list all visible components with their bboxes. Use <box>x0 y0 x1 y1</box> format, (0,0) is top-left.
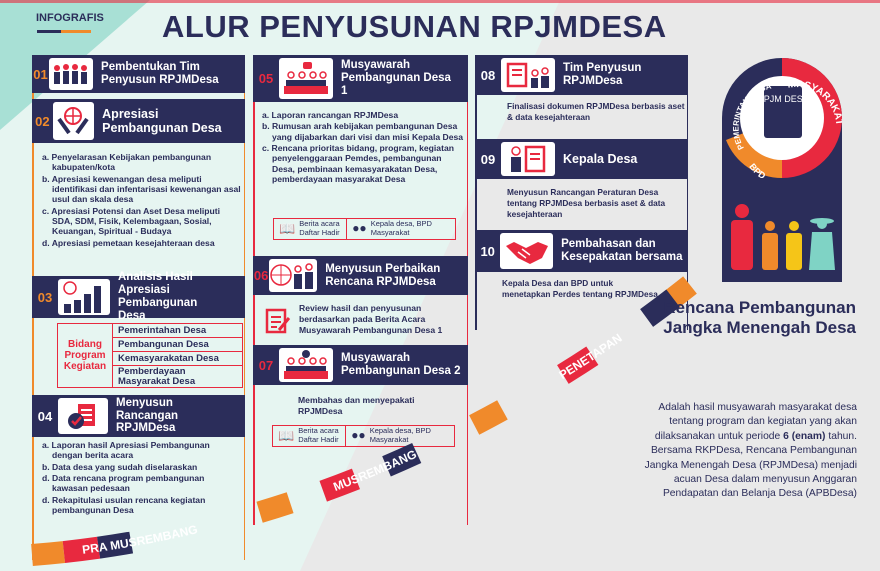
step-title: Tim Penyusun RPJMDesa <box>563 62 642 87</box>
phase-arc-pra-musrembang <box>32 285 690 555</box>
book-icon: 📖 <box>279 220 296 236</box>
step-title: Pembentukan Tim Penyusun RPJMDesa <box>101 61 219 86</box>
tablet-label: RPJM DESA <box>757 94 809 104</box>
list-item: a. Laporan hasil Apresiasi Pembangunan d… <box>42 440 210 461</box>
summary-period: 6 (enam) <box>783 430 826 442</box>
meeting-check-icon <box>279 348 333 382</box>
table-row: Pemberdayaan Masyarakat Desa <box>118 366 196 387</box>
list-item: b. Data desa yang sudah diselaraskan <box>42 461 198 472</box>
table-row: Pembangunan Desa <box>113 338 242 352</box>
step-title: Menyusun Rancangan RPJMDesa <box>116 396 178 435</box>
book-icon: 📖 <box>278 427 295 443</box>
handshake-icon <box>500 233 554 269</box>
step-05-header: 05 Musyawarah Pembangunan Desa 1 <box>253 55 468 102</box>
participants-label: Kepala desa, BPD Masyarakat <box>369 426 431 444</box>
step-number: 07 <box>258 357 274 373</box>
document-label: Berita acara Daftar Hadir <box>299 219 340 237</box>
phase-label-penetapan: PENETAPAN <box>557 331 625 382</box>
list-item: a. Laporan rancangan RPJMDesa <box>262 110 399 120</box>
step-01-header: 01 Pembentukan Tim Penyusun RPJMDesa <box>32 55 245 93</box>
bidang-program-table: Bidang Program Kegiatan Pemerintahan Des… <box>57 323 243 388</box>
people-figures-icon <box>731 204 835 270</box>
rpjmdesa-emblem: RPJM DESA PEMERINTAH DESA MASYARAKAT BPD <box>722 58 842 282</box>
column-penetapan <box>475 55 688 330</box>
step-title: Menyusun Perbaikan Rencana RPJMDesa <box>325 262 441 288</box>
summary-text: Adalah hasil musyawarah masyarakat desa … <box>654 402 857 442</box>
people-icon: ●● <box>352 221 367 236</box>
step-06-header: 06 Menyusun Perbaikan Rencana RPJMDesa <box>253 256 468 295</box>
step-title: Musyawarah Pembangunan Desa 2 <box>341 352 461 377</box>
list-item: d. Rekapitulasi usulan rencana kegiatan … <box>42 494 206 515</box>
table-row: Kemasyarakatan Desa <box>113 352 242 366</box>
team-icon <box>49 58 94 90</box>
step-02-header: 02 Apresiasi Pembangunan Desa <box>32 99 245 143</box>
step-title: Apresiasi Pembangunan Desa <box>102 107 222 135</box>
step-07-attendance-box: 📖Berita acara Daftar Hadir ●●Kepala desa… <box>272 425 455 447</box>
table-row: Pemerintahan Desa <box>113 324 242 338</box>
list-item: b. Rumusan arah kebijakan pembangunan De… <box>262 121 464 142</box>
step-number: 02 <box>35 113 50 129</box>
list-item: c. Apresiasi Potensi dan Aset Desa melip… <box>42 205 220 237</box>
step-06-description: Review hasil dan penyusunan berdasarkan … <box>299 303 443 336</box>
step-title: Analisis Hasil Apresiasi Pembangunan Des… <box>118 271 198 322</box>
step-08-header: 08 Tim Penyusun RPJMDesa <box>475 55 688 95</box>
phase-arc-musrembang <box>32 285 690 555</box>
step-10-description: Kepala Desa dan BPD untuk menetapkan Per… <box>502 278 658 299</box>
checklist-icon <box>58 398 108 434</box>
step-09-header: 09 Kepala Desa <box>475 139 688 179</box>
list-item: b. Apresiasi kewenangan desa meliputi id… <box>42 173 241 205</box>
step-04-header: 04 Menyusun Rancangan RPJMDesa <box>32 395 245 437</box>
step-title: Pembahasan dan Kesepakatan bersama <box>561 238 683 263</box>
phase-label-musrembang: MUSREMBANG <box>331 447 418 494</box>
step-07-description: Membahas dan menyepakati RPJMDesa <box>298 395 415 417</box>
list-item: d. Apresiasi pemetaan kesejahteraan desa <box>42 237 215 248</box>
list-item: d. Data rencana program pembangunan kawa… <box>42 472 205 494</box>
review-document-icon <box>265 308 291 339</box>
globe-hands-icon <box>52 102 95 140</box>
page-title: ALUR PENYUSUNAN RPJMDESA <box>162 9 667 44</box>
meeting-icon <box>279 58 333 99</box>
step-title: Kepala Desa <box>563 152 638 166</box>
document-label: Berita acara Daftar Hadir <box>298 426 339 444</box>
step-04-list: a. Laporan hasil Apresiasi Pembangunan d… <box>42 440 242 516</box>
step-number: 03 <box>37 289 53 305</box>
step-05-list: a. Laporan rancangan RPJMDesa b. Rumusan… <box>262 110 466 185</box>
step-07-header: 07 Musyawarah Pembangunan Desa 2 <box>253 345 468 385</box>
infografis-tag: INFOGRAFIS <box>36 12 104 24</box>
step-number: 06 <box>253 268 269 283</box>
bar-chart-icon <box>58 279 110 315</box>
step-number: 05 <box>258 71 274 86</box>
participants-label: Kepala desa, BPD Masyarakat <box>370 219 432 237</box>
table-label: Bidang Program Kegiatan <box>58 324 113 387</box>
step-number: 08 <box>480 67 496 83</box>
step-title: Musyawarah Pembangunan Desa 1 <box>341 59 451 97</box>
step-number: 04 <box>37 408 53 424</box>
list-item: a. Penyelarasan Kebijakan pembangunan ka… <box>42 152 212 173</box>
step-05-attendance-box: 📖Berita acara Daftar Hadir ●●Kepala desa… <box>273 218 456 240</box>
step-10-header: 10 Pembahasan dan Kesepakatan bersama <box>475 230 688 272</box>
step-number: 10 <box>480 243 495 259</box>
step-number: 01 <box>33 66 48 82</box>
document-team-icon <box>501 58 555 92</box>
step-08-description: Finalisasi dokumen RPJMDesa berbasis ase… <box>507 101 685 122</box>
svg-text:MUSREMBANG: MUSREMBANG <box>331 447 418 494</box>
svg-text:PENETAPAN: PENETAPAN <box>557 331 625 382</box>
step-number: 09 <box>480 151 496 167</box>
globe-people-icon <box>269 259 318 292</box>
list-item: c. Rencana prioritas bidang, program, ke… <box>262 142 454 184</box>
summary-body: Adalah hasil musyawarah masyarakat desa … <box>632 401 857 502</box>
summary-title: Rencana Pembangunan Jangka Menengah Desa <box>663 298 856 338</box>
phase-arc-penetapan <box>32 285 690 555</box>
person-document-icon <box>501 142 555 176</box>
step-09-description: Menyusun Rancangan Peraturan Desa tentan… <box>507 187 666 219</box>
step-02-list: a. Penyelarasan Kebijakan pembangunan ka… <box>42 152 242 249</box>
summary-text: tahun. Bersama RKPDesa, Rencana Pembangu… <box>644 430 857 500</box>
tag-underline <box>37 30 109 33</box>
people-icon: ●● <box>351 428 366 443</box>
step-03-header: 03 Analisis Hasil Apresiasi Pembangunan … <box>32 271 245 322</box>
